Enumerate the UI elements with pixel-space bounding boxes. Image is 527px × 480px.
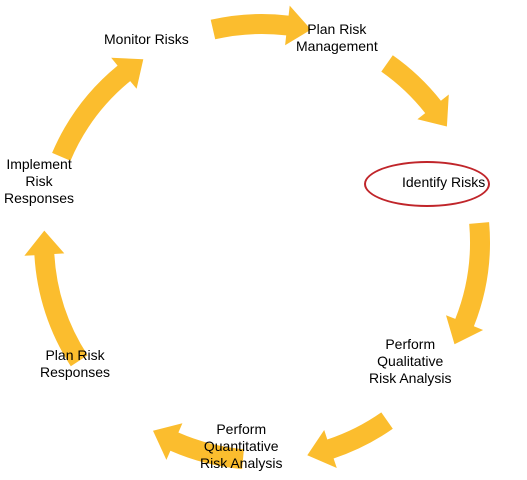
step-plan-risk-responses: Plan Risk Responses [40,347,110,381]
cycle-arrow-qualitative-to-quantitative [307,412,393,468]
step-label-line: Plan Risk [45,347,105,363]
step-perform-qualitative-risk-analysis: Perform Qualitative Risk Analysis [369,336,451,387]
step-label-line: Identify Risks [402,174,486,190]
step-label-line: Risk Analysis [200,455,283,471]
step-label-line: Perform [216,421,267,437]
step-label-line: Risk [25,173,53,189]
step-label-line: Plan Risk [307,21,367,37]
cycle-arrow-monitor-to-plan [210,5,311,46]
cycle-arrow-plan-to-identify [381,55,449,127]
cycle-arrow-quantitative-to-responses [153,423,244,470]
cycle-arrow-identify-to-qualitative [446,222,490,345]
cycle-arrow-responses-to-implement [24,230,88,367]
identify-risks-highlight-ellipse [364,161,490,207]
step-label-line: Qualitative [377,353,444,369]
step-label-line: Implement [6,156,72,172]
step-label-line: Perform [385,336,436,352]
step-implement-risk-responses: Implement Risk Responses [4,156,74,207]
step-perform-quantitative-risk-analysis: Perform Quantitative Risk Analysis [200,421,282,472]
step-label-line: Risk Analysis [369,370,452,386]
step-plan-risk-management: Plan Risk Management [296,21,378,55]
step-identify-risks: Identify Risks [402,174,485,191]
step-label-line: Responses [40,364,111,380]
step-label-line: Responses [4,190,75,206]
step-label-line: Quantitative [203,438,279,454]
step-monitor-risks: Monitor Risks [104,31,189,48]
step-label-line: Monitor Risks [104,31,189,47]
step-label-line: Management [296,38,378,54]
cycle-arrow-implement-to-monitor [52,57,144,161]
